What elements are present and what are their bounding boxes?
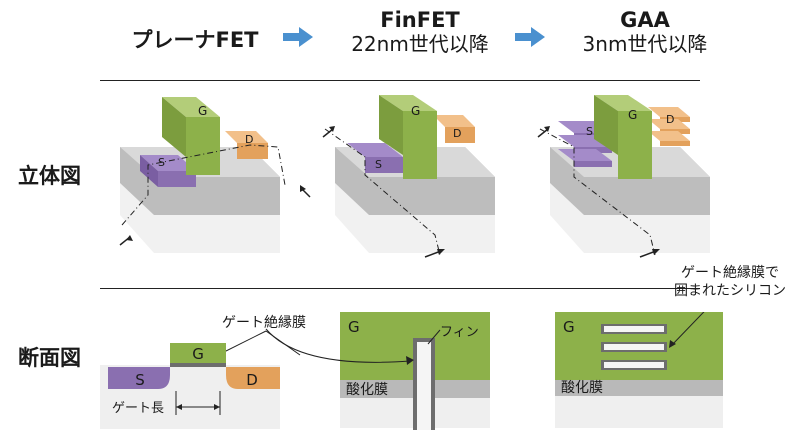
insulator-pointer xyxy=(265,328,414,365)
arrow-right-icon xyxy=(515,27,545,47)
gate-block xyxy=(186,117,220,175)
fin xyxy=(417,342,431,430)
cut-plane-line xyxy=(324,128,441,256)
divider-middle xyxy=(100,288,700,289)
gate-block xyxy=(618,111,652,179)
cross-planar: ゲート絶縁膜 G S D ゲート長 xyxy=(100,315,306,429)
nanosheet-stack xyxy=(601,324,667,370)
drain-label: D xyxy=(246,371,258,389)
gaa-title: GAA xyxy=(620,8,670,32)
gate-label: G xyxy=(192,345,204,363)
cross-gaa: G 酸化膜 xyxy=(555,312,723,428)
oxide-region xyxy=(555,380,723,396)
drain-label: D xyxy=(453,127,461,140)
gate-block xyxy=(403,111,437,179)
source-region xyxy=(108,367,170,389)
oxide-label: 酸化膜 xyxy=(346,382,388,398)
gaa-note-line2: 囲まれたシリコン xyxy=(674,283,786,299)
source-label: S xyxy=(586,125,593,138)
finfet-title: FinFET xyxy=(380,8,460,32)
gate-label: G xyxy=(563,318,575,336)
gate-label: G xyxy=(348,318,360,336)
gate-label: G xyxy=(198,104,207,118)
divider-top xyxy=(100,80,700,81)
drain-block xyxy=(445,127,475,143)
gaa-insulator-note: ゲート絶縁膜で 囲まれたシリコン xyxy=(660,264,800,300)
arrow-right-icon xyxy=(283,27,313,47)
iso-planar: S D G xyxy=(119,97,311,253)
gaa-note-line1: ゲート絶縁膜で xyxy=(681,265,779,281)
finfet-subtitle: 22nm世代以降 xyxy=(351,32,489,56)
gate-insulator-label: ゲート絶縁膜 xyxy=(222,315,306,331)
drain-label: D xyxy=(666,113,674,126)
row-label-cross: 断面図 xyxy=(18,346,81,370)
gate-label: G xyxy=(628,108,637,122)
gate-label: G xyxy=(411,104,420,118)
source-block xyxy=(365,157,403,173)
cut-plane-line xyxy=(539,128,656,256)
drain-sheets xyxy=(648,107,690,146)
finfet-header: FinFET 22nm世代以降 xyxy=(320,8,520,56)
oxide-label: 酸化膜 xyxy=(561,380,603,396)
iso-gaa: S D G xyxy=(537,95,710,258)
source-top xyxy=(140,155,196,171)
drain-region xyxy=(226,367,280,389)
drain-label: D xyxy=(245,133,253,146)
substrate xyxy=(555,396,723,428)
gate-insulator xyxy=(170,363,226,367)
planar-header: プレーナFET xyxy=(120,28,270,52)
cross-finfet: G 酸化膜 フィン xyxy=(340,312,490,430)
planar-title: プレーナFET xyxy=(131,28,259,52)
gate-length-label: ゲート長 xyxy=(112,401,164,416)
source-label: S xyxy=(135,371,145,389)
gate-block xyxy=(170,343,226,363)
fin-label: フィン xyxy=(440,325,479,340)
source-label: S xyxy=(375,158,382,171)
gaa-subtitle: 3nm世代以降 xyxy=(582,32,708,56)
cut-plane-line xyxy=(121,144,286,226)
gaa-header: GAA 3nm世代以降 xyxy=(555,8,735,56)
drain-block xyxy=(237,143,268,159)
row-label-iso: 立体図 xyxy=(18,164,81,188)
iso-finfet: S D G xyxy=(322,95,495,258)
